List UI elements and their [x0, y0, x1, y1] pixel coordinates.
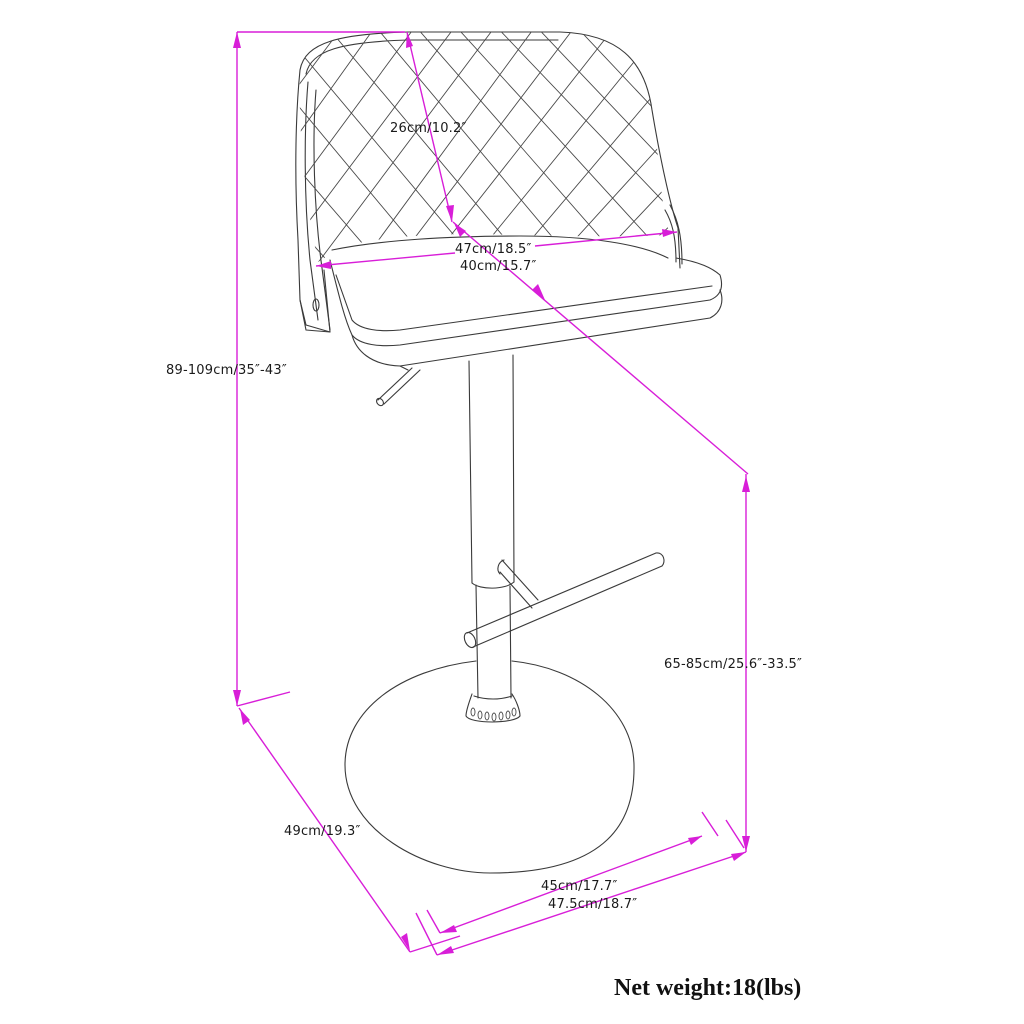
dimension-labels: 26cm/10.2″ 47cm/18.5″ 40cm/15.7″ 89-109c… [166, 121, 802, 912]
seat-depth-label: 40cm/15.7″ [460, 259, 537, 274]
overall-depth-dimension [238, 707, 461, 953]
seat-cushion [329, 257, 723, 371]
dimension-lines [233, 31, 750, 956]
overall-height-dimension [233, 31, 405, 707]
overall-height-label: 89-109cm/35″-43″ [166, 363, 287, 378]
seat-depth-dimension [452, 221, 749, 475]
backrest-height-label: 26cm/10.2″ [390, 121, 467, 136]
overall-width-dimension [415, 819, 747, 956]
net-weight-label: Net weight:18(lbs) [614, 975, 801, 1001]
column [468, 354, 515, 699]
base-width-label: 45cm/17.7″ [541, 879, 618, 894]
overall-width-label: 47.5cm/18.7″ [548, 897, 637, 912]
footrest [463, 552, 665, 649]
stool-drawing [295, 31, 723, 874]
base-width-dimension [426, 811, 719, 934]
seat-height-dimension [742, 474, 750, 852]
seat-width-dimension [315, 229, 678, 269]
seat-height-label: 65-85cm/25.6″-33.5″ [664, 657, 802, 672]
gas-lift-lever [376, 367, 421, 407]
column-collar [465, 693, 521, 723]
round-base [344, 660, 635, 874]
backrest-height-dimension [406, 31, 454, 223]
backrest [295, 31, 683, 333]
overall-depth-label: 49cm/19.3″ [284, 824, 361, 839]
seat-width-label: 47cm/18.5″ [455, 242, 532, 257]
